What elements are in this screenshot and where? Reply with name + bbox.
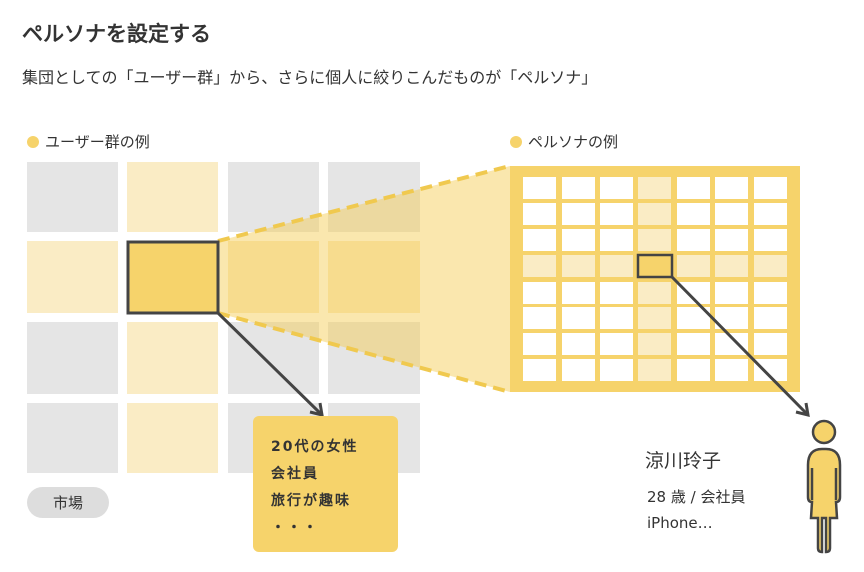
persona-cell: [523, 307, 556, 329]
persona-cell: [754, 307, 787, 329]
persona-cell: [715, 203, 748, 225]
persona-cell: [562, 282, 595, 304]
persona-cell: [523, 255, 556, 277]
persona-cell: [754, 203, 787, 225]
persona-cell: [600, 359, 633, 381]
person-icon: [806, 419, 842, 554]
bullet-dot-icon: [27, 135, 39, 148]
persona-cell: [754, 255, 787, 277]
page-subtitle: 集団としての「ユーザー群」から、さらに個人に絞りこんだものが「ペルソナ」: [22, 68, 598, 87]
persona-cell: [638, 203, 671, 225]
persona-cell: [677, 229, 710, 251]
segment-line: ・・・: [271, 520, 319, 536]
persona-cell: [523, 333, 556, 355]
persona-cell: [715, 333, 748, 355]
arrow-to-persona: [670, 275, 810, 418]
user-group-cell: [127, 322, 218, 394]
persona-label-text: ペルソナの例: [528, 133, 619, 151]
persona-cell: [677, 282, 710, 304]
persona-cell: [523, 359, 556, 381]
persona-cell: [638, 282, 671, 304]
persona-cell: [523, 229, 556, 251]
persona-grid-frame: [510, 166, 800, 392]
persona-cell: [600, 255, 633, 277]
persona-cell: [754, 333, 787, 355]
page-title: ペルソナを設定する: [22, 22, 211, 46]
persona-cell: [562, 359, 595, 381]
persona-cell: [754, 359, 787, 381]
zoom-cone: [218, 166, 510, 392]
segment-line: 20代の女性: [271, 439, 359, 455]
persona-cell: [638, 229, 671, 251]
persona-detail: iPhone…: [647, 514, 713, 532]
persona-cell: [638, 307, 671, 329]
persona-cell: [754, 177, 787, 199]
arrow-to-segment: [216, 311, 324, 418]
persona-cell: [523, 177, 556, 199]
persona-cell: [638, 359, 671, 381]
user-group-cell: [127, 403, 218, 473]
bullet-dot-icon: [510, 135, 522, 148]
persona-cell: [754, 282, 787, 304]
user-group-cell: [27, 403, 118, 473]
user-group-cell: [127, 162, 218, 232]
segment-line: 旅行が趣味: [271, 493, 351, 509]
persona-cell: [562, 203, 595, 225]
persona-cell: [677, 333, 710, 355]
persona-detail: 28 歳 / 会社員: [647, 488, 746, 506]
persona-cell: [600, 229, 633, 251]
segment-card: 20代の女性 会社員 旅行が趣味 ・・・: [253, 416, 398, 552]
persona-cell: [562, 307, 595, 329]
selected-persona-cell: [636, 253, 674, 279]
persona-cell: [715, 359, 748, 381]
persona-cell: [562, 333, 595, 355]
persona-cell: [677, 203, 710, 225]
user-group-cell: [27, 162, 118, 232]
persona-cell: [600, 282, 633, 304]
persona-cell: [562, 255, 595, 277]
persona-label: ペルソナの例: [510, 131, 618, 152]
user-group-cell: [228, 162, 319, 232]
persona-cell: [715, 282, 748, 304]
persona-cell: [523, 203, 556, 225]
persona-cell: [600, 203, 633, 225]
user-group-cell: [328, 322, 420, 394]
zoom-cone-edge-top: [217, 164, 511, 243]
user-group-cell: [328, 162, 420, 232]
persona-cell: [677, 359, 710, 381]
user-group-cell: [228, 322, 319, 394]
market-badge: 市場: [27, 487, 109, 518]
user-group-grid: [27, 162, 420, 473]
persona-cell: [638, 177, 671, 199]
persona-cell: [715, 177, 748, 199]
persona-name: 涼川玲子: [645, 450, 722, 472]
persona-cell: [715, 307, 748, 329]
selected-segment: [126, 240, 220, 315]
user-group-cell: [228, 241, 319, 313]
persona-cell: [562, 229, 595, 251]
persona-cell: [600, 177, 633, 199]
persona-cell: [754, 229, 787, 251]
persona-cell: [523, 282, 556, 304]
persona-cell: [600, 333, 633, 355]
persona-cell: [677, 307, 710, 329]
persona-grid: [523, 177, 787, 381]
persona-cell: [715, 255, 748, 277]
persona-cell: [638, 333, 671, 355]
persona-cell: [715, 229, 748, 251]
user-group-label-text: ユーザー群の例: [45, 133, 150, 151]
persona-cell: [562, 177, 595, 199]
user-group-cell: [27, 322, 118, 394]
persona-cell: [677, 255, 710, 277]
user-group-label: ユーザー群の例: [27, 131, 150, 152]
zoom-cone-edge-bottom: [217, 311, 511, 394]
persona-cell: [677, 177, 710, 199]
persona-cell: [600, 307, 633, 329]
user-group-cell: [328, 241, 420, 313]
user-group-cell: [27, 241, 118, 313]
segment-line: 会社員: [271, 466, 319, 482]
